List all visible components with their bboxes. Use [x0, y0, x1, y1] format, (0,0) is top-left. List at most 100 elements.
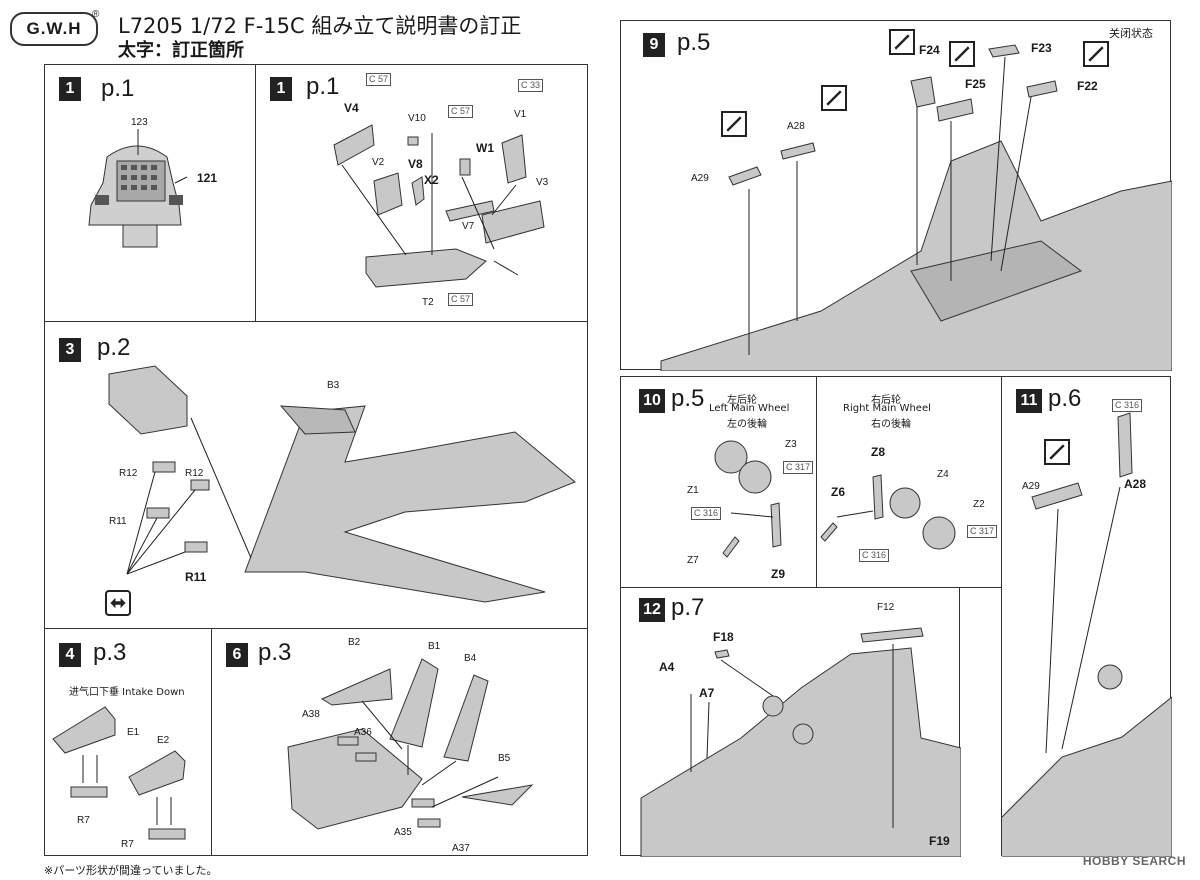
part-label: A29	[1022, 481, 1040, 492]
step-page-ref: p.5	[671, 385, 705, 412]
part-label: A4	[659, 660, 675, 674]
sprue-ref-box: C 57	[448, 105, 474, 118]
part-label: Z8	[871, 445, 886, 459]
part-label: E2	[157, 735, 170, 746]
part-label: V1	[514, 109, 527, 120]
tool-icon	[889, 29, 915, 55]
part-label: A35	[394, 827, 412, 838]
part-label: B4	[464, 653, 477, 664]
part-label: R11	[109, 516, 127, 527]
step-page-ref: p.3	[93, 639, 127, 666]
part-label: R11	[185, 570, 207, 584]
part-label: F25	[965, 77, 986, 91]
step-number-badge: 3	[59, 338, 81, 362]
part-label: A29	[691, 173, 709, 184]
part-label: F23	[1031, 41, 1052, 55]
part-label: E1	[127, 727, 140, 738]
part-label: Z1	[687, 485, 699, 496]
part-label: 123	[131, 117, 148, 128]
left-wheel-illustration	[714, 440, 782, 558]
part-label: Z6	[831, 485, 846, 499]
step-10-left-wheel-panel: 10 p.5 左后轮 Left Main Wheel 左の後輪 Z3 Z1 Z7…	[620, 376, 817, 588]
part-label: Z7	[687, 555, 699, 566]
step-number-badge: 1	[270, 77, 292, 101]
wheel-title-jp: 右の後輪	[871, 419, 911, 430]
tool-icon	[721, 111, 747, 137]
step-3-fuselage-panel: 3 p.2 B3 R12 R12 R11 R11	[44, 321, 588, 629]
step-page-ref: p.3	[258, 639, 292, 666]
part-label: W1	[476, 141, 494, 155]
part-label: A36	[354, 727, 372, 738]
step-1-cockpit-panel: 1 p.1 123 121	[44, 64, 256, 322]
part-label: A38	[302, 709, 320, 720]
part-label: V7	[462, 221, 475, 232]
gwh-logo: G.W.H	[10, 12, 98, 46]
part-label: F12	[877, 602, 895, 613]
weapons-illustration	[640, 627, 961, 857]
step-number-badge: 11	[1016, 389, 1042, 413]
part-label: Z9	[771, 567, 786, 581]
part-label: V3	[536, 177, 549, 188]
step-number-badge: 10	[639, 389, 665, 413]
sprue-ref-box: C 317	[967, 525, 998, 538]
part-label: V8	[408, 157, 423, 171]
intake-illustration	[52, 706, 186, 840]
logo-text: G.W.H	[26, 19, 82, 38]
step-11-cockpit-seat-panel: 11 p.6 C 316 A29 A28	[1001, 376, 1172, 857]
sprue-ref-box: C 316	[691, 507, 722, 520]
part-label: B5	[498, 753, 511, 764]
step-number-badge: 12	[639, 598, 665, 622]
closed-state-note: 关闭状态	[1109, 27, 1153, 40]
part-label: V2	[372, 157, 385, 168]
part-label: F19	[929, 834, 950, 848]
step-4-intake-panel: 4 p.3 进气口下垂 Intake Down E1 E2 R7 R7	[44, 628, 212, 856]
registered-mark: ®	[92, 9, 100, 20]
part-label: 121	[197, 171, 218, 185]
tool-icon	[949, 41, 975, 67]
step-caption: 进气口下垂 Intake Down	[69, 687, 185, 698]
step-1-cockpit-parts-panel: 1 p.1 V4 V10 V2 V8 X2 W1 V1 V3 V7 T2 C 5…	[255, 64, 588, 322]
part-label: B3	[327, 380, 340, 391]
cockpit-illustration	[88, 129, 188, 248]
sprue-ref-box: C 57	[366, 73, 392, 86]
part-label: R7	[121, 839, 134, 850]
step-page-ref: p.2	[97, 334, 131, 361]
page-title: L7205 1/72 F-15C 組み立て説明書の訂正	[118, 14, 522, 38]
page-subtitle: 太字：訂正箇所	[118, 40, 244, 61]
wing-illustration	[287, 658, 534, 830]
part-label: R12	[185, 468, 204, 479]
cockpit-parts-illustration	[333, 124, 545, 288]
part-label: R7	[77, 815, 90, 826]
step-9-canopy-panel: 9 p.5 关闭状态 F24 F23 F25 F22 A28 A29	[620, 20, 1172, 371]
tool-icon	[1044, 439, 1070, 465]
step-number-badge: 6	[226, 643, 248, 667]
part-label: Z3	[785, 439, 797, 450]
part-label: A28	[1124, 477, 1147, 491]
part-label: B2	[348, 637, 361, 648]
wheel-title-jp: 左の後輪	[727, 419, 767, 430]
part-label: A37	[452, 843, 470, 854]
part-label: B1	[428, 641, 441, 652]
part-label: X2	[424, 173, 439, 187]
canopy-illustration	[660, 44, 1172, 371]
step-page-ref: p.1	[101, 75, 135, 102]
right-wheel-illustration	[820, 474, 956, 550]
part-label: F24	[919, 43, 940, 57]
wheel-title-en: Left Main Wheel	[709, 403, 790, 414]
part-label: Z2	[973, 499, 985, 510]
step-12-weapons-panel: 12 p.7 F12 F18 A4 A7 F19	[620, 587, 961, 857]
part-label: V4	[344, 101, 359, 115]
fuselage-illustration	[108, 365, 576, 603]
wheel-title-cn: 右后轮	[871, 395, 901, 406]
part-label: R12	[119, 468, 138, 479]
seat-illustration	[1002, 412, 1172, 857]
step-page-ref: p.1	[306, 73, 340, 100]
step-page-ref: p.7	[671, 594, 705, 621]
wheel-title-en: Right Main Wheel	[843, 403, 931, 414]
step-page-ref: p.5	[677, 29, 711, 56]
step-6-wing-panel: 6 p.3 B2 B1 B4 A38 A36 B5 A35 A37	[211, 628, 588, 856]
step-10-right-wheel-panel: 右后轮 Right Main Wheel 右の後輪 Z8 Z4 Z6 Z2 C …	[816, 376, 1002, 588]
sprue-ref-box: C 316	[859, 549, 890, 562]
part-label: F22	[1077, 79, 1098, 93]
watermark: HOBBY SEARCH	[1082, 854, 1186, 868]
